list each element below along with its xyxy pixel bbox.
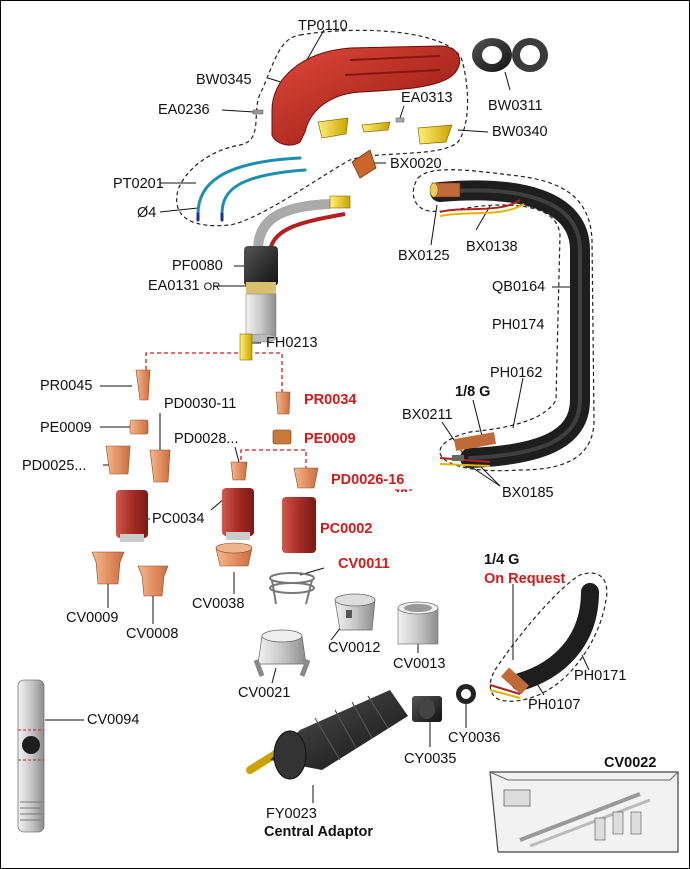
electrode-pr0034 [275, 391, 291, 415]
tip-fh0213 [239, 333, 253, 361]
label-fy0023: FY0023 [266, 806, 317, 822]
clip-bx0020 [351, 149, 377, 179]
label-ea0313: EA0313 [401, 90, 453, 106]
screw-ea0313 [395, 117, 405, 123]
ring-cy0036 [456, 684, 476, 704]
torch-handle-bw0345 [271, 45, 461, 146]
tool-cv0094 [17, 679, 45, 833]
spacer-cv0012 [334, 593, 376, 631]
label-ea0131-code: EA0131 [148, 278, 200, 294]
label-ea0236: EA0236 [158, 102, 210, 118]
label-bx0125: BX0125 [398, 248, 450, 264]
label-pr0034: PR0034 [304, 392, 357, 408]
label-cv0021: CV0021 [238, 685, 291, 701]
cable-qb0164 [429, 180, 590, 468]
label-ph0174: PH0174 [492, 317, 545, 333]
label-fh0213: FH0213 [266, 335, 318, 351]
neck-pf0080 [244, 195, 351, 343]
electrode-pr0045 [135, 369, 151, 401]
label-bw0345: BW0345 [196, 72, 252, 88]
label-bx0138: BX0138 [466, 239, 518, 255]
label-cv0008: CV0008 [126, 626, 179, 642]
spring-cv0011 [269, 572, 315, 605]
case-cv0022 [489, 771, 679, 853]
label-tp0110: TP0110 [298, 18, 348, 34]
label-or-note: OR [203, 281, 221, 293]
cup-pc0034-mid [222, 488, 254, 540]
label-cv0012: CV0012 [328, 640, 381, 656]
shield-cv0038 [215, 542, 253, 567]
label-cv0011: CV0011 [338, 556, 390, 572]
label-cv0022: CV0022 [604, 755, 657, 771]
label-pc0002: PC0002 [320, 521, 373, 537]
diffuser-pe0009-left [129, 419, 149, 435]
label-pt0201: PT0201 [113, 176, 164, 192]
central-adaptor-fy0023 [246, 690, 408, 780]
diffuser-pe0009-red [272, 429, 292, 445]
tip-pd0025 [105, 445, 131, 475]
label-pd0030: PD0030-11 [164, 396, 237, 412]
label-quarter-g: 1/4 G [484, 552, 520, 568]
label-bw0311: BW0311 [488, 98, 543, 114]
nut-cy0035 [412, 696, 442, 722]
cup-pc0034-left [116, 490, 148, 542]
shield-cv0009 [91, 551, 125, 585]
tubes-pt0201 [196, 156, 307, 222]
label-pe0009-left: PE0009 [40, 420, 92, 436]
label-pf0080: PF0080 [172, 258, 223, 274]
label-pd0026: PD0026-16 [331, 472, 405, 488]
cable-ph0171 [489, 583, 599, 699]
label-pd0026-more: ... [396, 480, 409, 496]
label-pd0028: PD0028... [174, 431, 239, 447]
label-cv0094: CV0094 [87, 712, 140, 728]
tip-pd0028 [230, 461, 248, 481]
red-dashed-connectors [145, 352, 412, 491]
label-bx0211: BX0211 [402, 407, 453, 423]
label-bx0185: BX0185 [502, 485, 554, 501]
label-bw0340: BW0340 [492, 124, 548, 140]
label-pc0034: PC0034 [152, 511, 205, 527]
trigger-bw0340 [317, 117, 453, 145]
tip-pd0030 [149, 449, 171, 483]
label-ph0107: PH0107 [528, 697, 581, 713]
label-cy0035: CY0035 [404, 751, 457, 767]
shield-cv0008 [137, 565, 169, 597]
label-bx0020: BX0020 [390, 156, 442, 172]
label-ea0131: EA0131 OR [148, 278, 220, 295]
label-on-request: On Request [484, 571, 566, 587]
cup-pc0002 [282, 497, 316, 553]
label-pd0025: PD0025... [22, 458, 87, 474]
screw-ea0236 [252, 109, 264, 115]
label-eighth-g: 1/8 G [455, 384, 491, 400]
group-outline-torch-body [176, 29, 608, 702]
label-pr0045: PR0045 [40, 378, 93, 394]
holder-cv0021 [253, 629, 311, 677]
label-cv0038: CV0038 [192, 596, 245, 612]
label-cy0036: CY0036 [448, 730, 501, 746]
label-ph0162: PH0162 [490, 365, 543, 381]
leader-lines [45, 29, 590, 803]
tip-pd0026 [293, 467, 319, 489]
label-cv0013: CV0013 [393, 656, 446, 672]
label-central-adaptor: Central Adaptor [264, 824, 374, 840]
label-pe0009-red: PE0009 [304, 431, 356, 447]
label-dia4: Ø4 [137, 205, 157, 221]
rings-bw0311 [472, 38, 548, 72]
label-qb0164: QB0164 [492, 279, 546, 295]
sleeve-cv0013 [397, 601, 439, 645]
label-ph0171: PH0171 [574, 668, 627, 684]
label-cv0009: CV0009 [66, 610, 119, 626]
